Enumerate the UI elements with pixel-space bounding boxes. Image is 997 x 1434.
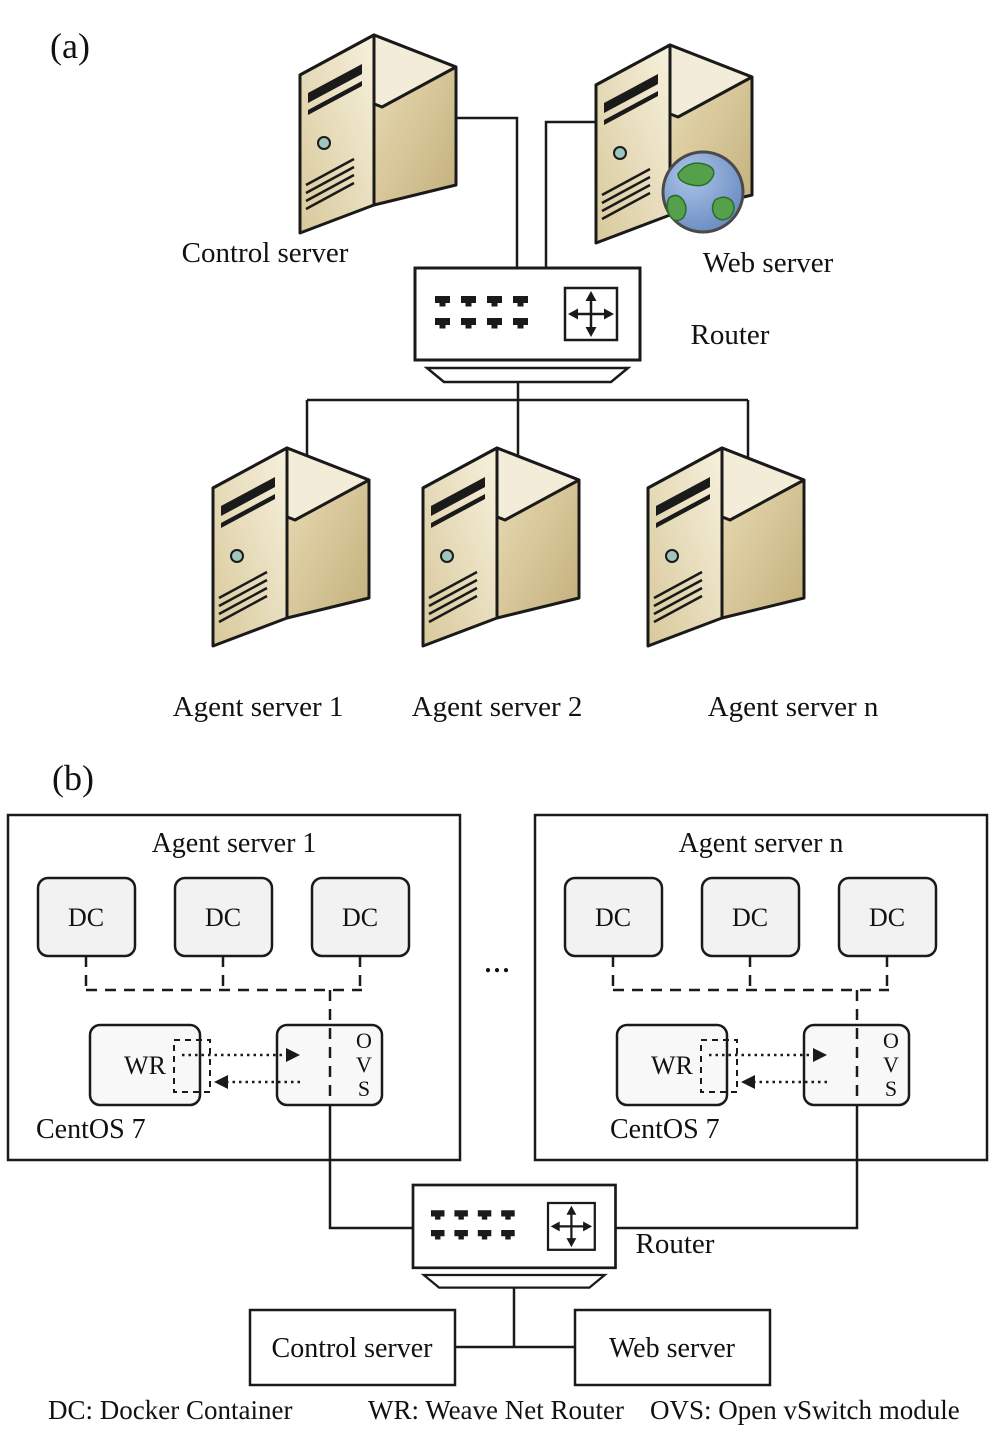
agent-box-1-frame [6, 813, 462, 1162]
router-label-b: Router [636, 1228, 715, 1260]
dc-label: DC [869, 903, 905, 932]
web-server-label-b: Web server [609, 1333, 736, 1364]
agent-box-n: Agent server n DC DC DC WR O V S CentOS … [533, 813, 989, 1162]
web-server-box [573, 1308, 772, 1387]
globe-icon [661, 150, 745, 234]
agent-server-n-icon [646, 446, 806, 648]
legend-wr: WR: Weave Net Router [368, 1395, 624, 1425]
dc-bus-dashed [84, 956, 362, 992]
agent-server-1-icon [211, 446, 371, 648]
agent-box-n-frame [533, 813, 989, 1162]
router-label-a: Router [691, 319, 770, 351]
legend-ovs: OVS: Open vSwitch module [650, 1395, 960, 1425]
agent-box-1-title: Agent server 1 [152, 828, 317, 859]
control-server-icon [298, 33, 458, 235]
ovs-letter: O [356, 1028, 372, 1053]
legend: DC: Docker Container WR: Weave Net Route… [48, 1395, 960, 1425]
wr-ovs-traffic-arrows [709, 1048, 827, 1089]
dc-label: DC [595, 903, 631, 932]
wr-box [615, 1023, 729, 1107]
dc-label: DC [68, 903, 104, 932]
connector-line [614, 1105, 859, 1230]
legend-dc: DC: Docker Container [48, 1395, 292, 1425]
ovs-letter: V [883, 1052, 899, 1077]
agent-server-2-icon [421, 446, 581, 648]
control-server-label-b: Control server [272, 1333, 434, 1364]
connector-line [328, 1105, 416, 1230]
control-server-box [248, 1308, 457, 1387]
network-lines-a [305, 116, 750, 466]
agent-server-n-label: Agent server n [708, 691, 879, 723]
web-server-label: Web server [703, 247, 834, 279]
agent-box-1: Agent server 1 DC DC DC WR O V S CentOS … [6, 813, 462, 1162]
dc-bus-dashed [611, 956, 889, 992]
connector-line [544, 120, 600, 268]
router-icon-a [415, 268, 640, 382]
wr-ovs-traffic-arrows [182, 1048, 300, 1089]
agent-box-n-title: Agent server n [679, 828, 844, 859]
centos-label: CentOS 7 [610, 1114, 720, 1145]
control-server-label: Control server [182, 237, 349, 269]
ovs-letter: O [883, 1028, 899, 1053]
dc-label: DC [732, 903, 768, 932]
wr-box [88, 1023, 202, 1107]
wr-label: WR [651, 1051, 694, 1080]
dc-label: DC [205, 903, 241, 932]
ovs-letter: V [356, 1052, 372, 1077]
dc-label: DC [342, 903, 378, 932]
centos-label: CentOS 7 [36, 1114, 146, 1145]
network-lines-b [328, 1105, 859, 1349]
router-icon-b [413, 1185, 616, 1288]
ellipsis: ... [484, 940, 511, 980]
wr-label: WR [124, 1051, 167, 1080]
agent-server-1-label: Agent server 1 [173, 691, 344, 723]
agent-server-2-label: Agent server 2 [412, 691, 583, 723]
ovs-letter: S [358, 1076, 370, 1101]
ovs-letter: S [885, 1076, 897, 1101]
panel-a-label: (a) [50, 26, 90, 66]
panel-b-label: (b) [52, 758, 94, 798]
connector-line [450, 116, 519, 268]
